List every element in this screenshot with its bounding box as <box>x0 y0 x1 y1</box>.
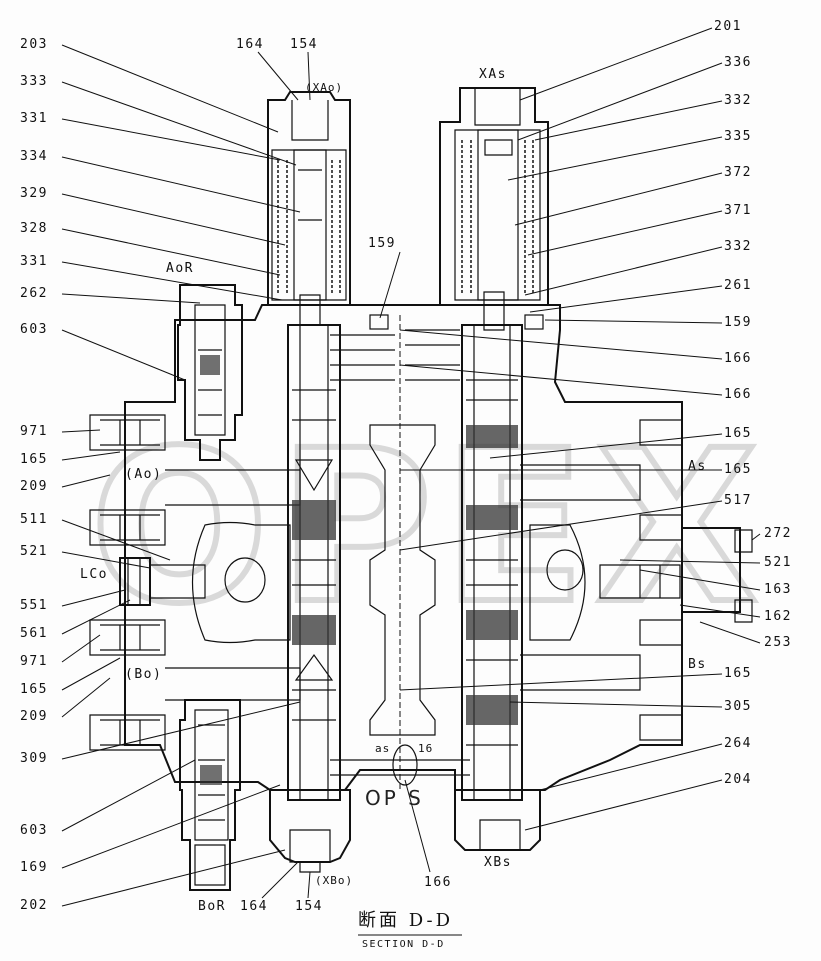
callout-332-lower: 332 <box>724 239 752 254</box>
port-bor-label: BoR <box>198 899 226 914</box>
callout-209-upper: 209 <box>20 479 48 494</box>
upper-left-relief-valve <box>177 284 243 461</box>
callout-201: 201 <box>714 19 742 34</box>
callout-169: 169 <box>20 860 48 875</box>
callout-154-top: 154 <box>290 37 318 52</box>
callout-264: 264 <box>724 736 752 751</box>
callout-166-right-upper: 166 <box>724 351 752 366</box>
port-as-label: As <box>688 459 707 474</box>
port-bo-label: (Bo) <box>125 667 162 682</box>
callout-328: 328 <box>20 221 48 236</box>
port-xbs-label: XBs <box>484 855 512 870</box>
callout-334: 334 <box>20 149 48 164</box>
ops-mark: OP S <box>365 786 424 810</box>
callout-603-lower: 603 <box>20 823 48 838</box>
callout-336: 336 <box>724 55 752 70</box>
port-ao-label: (Ao) <box>125 467 162 482</box>
port-bs-label: Bs <box>688 657 707 672</box>
section-title-text: 断面 D-D <box>358 910 453 931</box>
port-s16-label: 16 <box>418 742 433 755</box>
callout-164-top: 164 <box>236 37 264 52</box>
port-labels: (XAo) XAs (XBo) XBs AoR BoR (Ao) (Bo) As… <box>80 67 707 914</box>
callout-521-right: 521 <box>764 555 792 570</box>
callout-253: 253 <box>764 635 792 650</box>
callout-163: 163 <box>764 582 792 597</box>
section-subtitle-text: SECTION D-D <box>362 939 445 950</box>
callout-335: 335 <box>724 129 752 144</box>
callout-165-right-b: 165 <box>724 462 752 477</box>
top-right-housing <box>439 87 549 331</box>
callout-331-lower: 331 <box>20 254 48 269</box>
watermark-text: OPEX <box>90 405 768 650</box>
callout-371: 371 <box>724 203 752 218</box>
callout-154-bottom: 154 <box>295 899 323 914</box>
callout-517: 517 <box>724 493 752 508</box>
callout-309: 309 <box>20 751 48 766</box>
callout-159-center: 159 <box>368 236 396 251</box>
callout-329: 329 <box>20 186 48 201</box>
callout-166-right-lower: 166 <box>724 387 752 402</box>
left-spool <box>287 324 341 801</box>
callout-332-upper: 332 <box>724 93 752 108</box>
callout-262: 262 <box>20 286 48 301</box>
callout-521-left: 521 <box>20 544 48 559</box>
port-as16-label: as <box>375 742 390 755</box>
callout-166-bottom: 166 <box>424 875 452 890</box>
callout-331-upper: 331 <box>20 111 48 126</box>
callout-551: 551 <box>20 598 48 613</box>
callout-204: 204 <box>724 772 752 787</box>
callout-165-right-a: 165 <box>724 426 752 441</box>
port-lco-label: LCo <box>80 567 108 582</box>
port-xao-label: (XAo) <box>305 81 343 94</box>
port-aor-label: AoR <box>166 261 194 276</box>
port-xbo-label: (XBo) <box>315 874 353 887</box>
callout-305: 305 <box>724 699 752 714</box>
callout-202: 202 <box>20 898 48 913</box>
bottom-left-cap <box>269 789 351 873</box>
callout-603-upper: 603 <box>20 322 48 337</box>
callout-209-lower: 209 <box>20 709 48 724</box>
top-left-housing <box>267 91 351 326</box>
callout-511: 511 <box>20 512 48 527</box>
callout-159-right: 159 <box>724 315 752 330</box>
callout-333: 333 <box>20 74 48 89</box>
callout-372: 372 <box>724 165 752 180</box>
lower-left-relief-valve <box>179 699 241 891</box>
callouts: 203 333 331 334 329 328 331 262 603 971 … <box>20 19 792 914</box>
callout-272: 272 <box>764 526 792 541</box>
plug-159-left <box>369 314 389 330</box>
port-xas-label: XAs <box>479 67 507 82</box>
section-title: 断面 D-D SECTION D-D <box>358 910 462 950</box>
callout-971-lower: 971 <box>20 654 48 669</box>
callout-203: 203 <box>20 37 48 52</box>
callout-971-upper: 971 <box>20 424 48 439</box>
callout-165-upper: 165 <box>20 452 48 467</box>
callout-162: 162 <box>764 609 792 624</box>
callout-165-lower: 165 <box>20 682 48 697</box>
right-spool <box>461 324 523 801</box>
callout-561: 561 <box>20 626 48 641</box>
callout-164-bottom: 164 <box>240 899 268 914</box>
plug-159-right <box>524 314 544 330</box>
callout-165-right-c: 165 <box>724 666 752 681</box>
callout-261: 261 <box>724 278 752 293</box>
